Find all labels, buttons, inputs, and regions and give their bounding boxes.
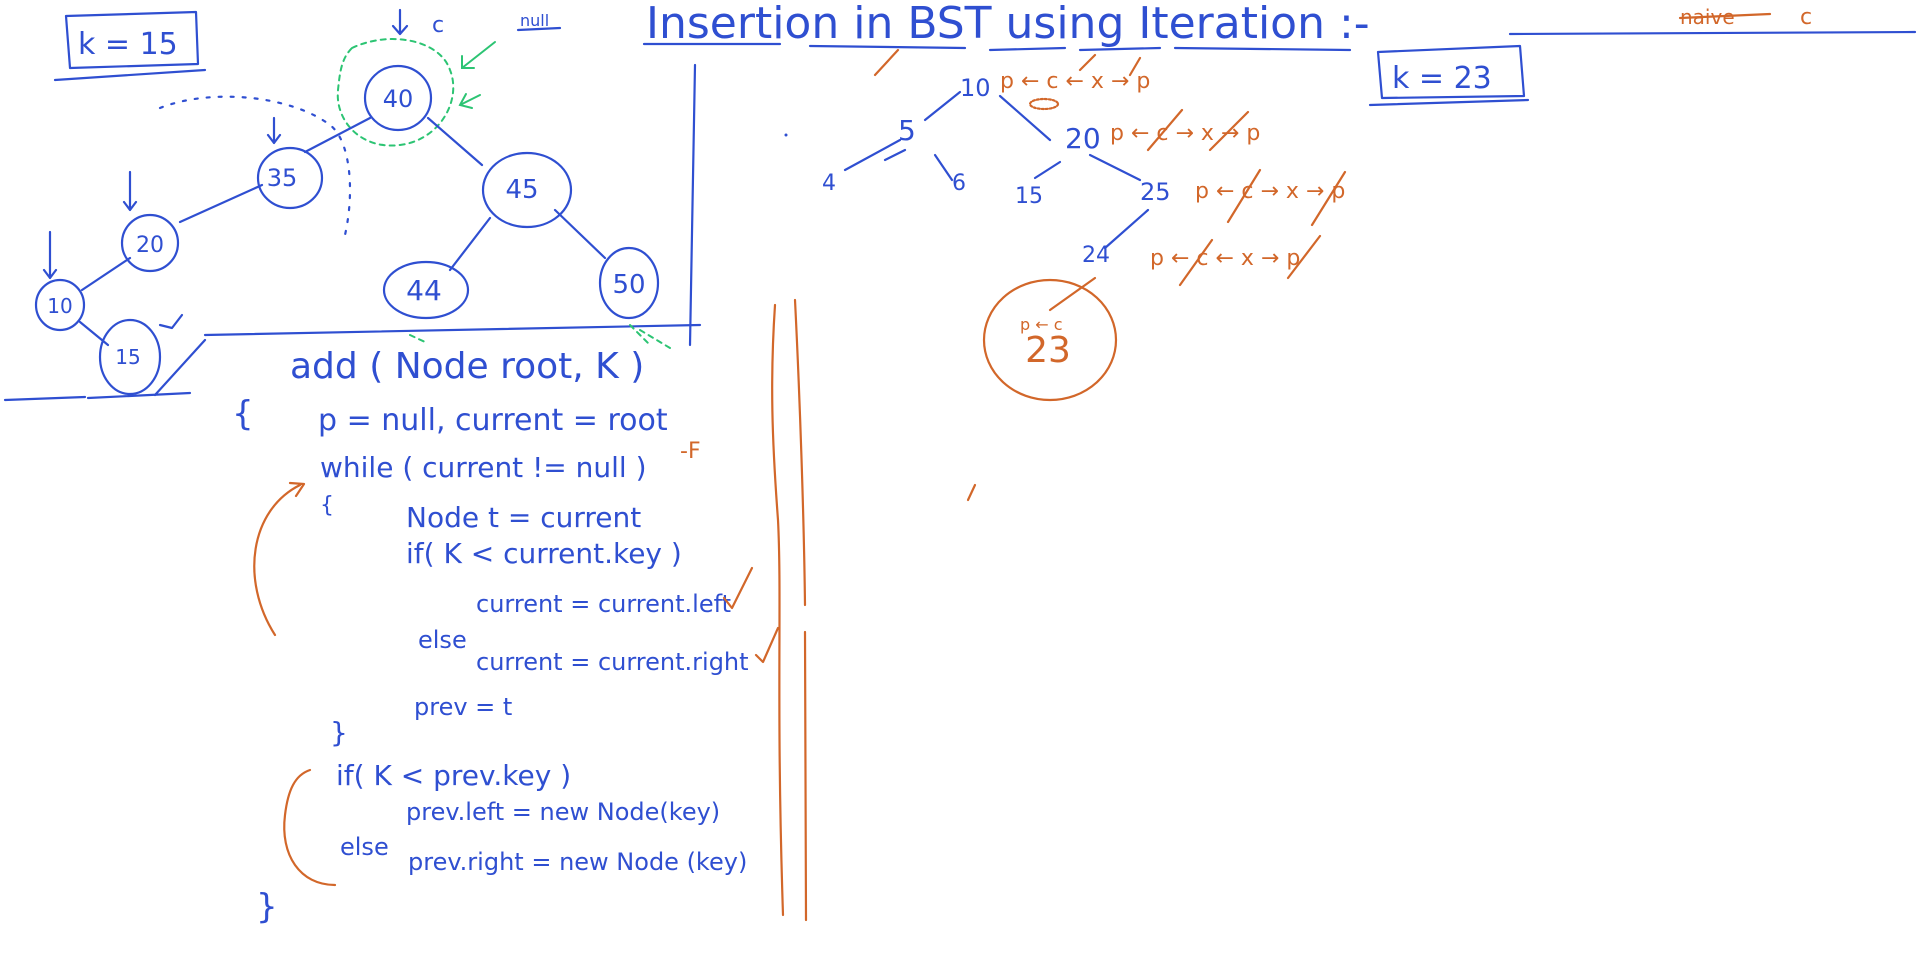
green-arrow-2	[458, 93, 481, 109]
code-close-brace: }	[256, 887, 278, 927]
null-label: null	[520, 11, 549, 30]
left-node-20: 20	[120, 213, 180, 273]
right-node-10: 10	[960, 74, 991, 102]
code-line-8: current = current.right	[476, 648, 749, 676]
trace-row-1-strikes	[873, 48, 1142, 77]
code-line-7: else	[418, 626, 467, 654]
code-line-2-note: -F	[680, 439, 701, 464]
k-box-left	[53, 10, 207, 82]
check-2	[754, 626, 780, 664]
k-box-right	[1368, 44, 1530, 107]
left-panel-bottom-rule-2	[3, 391, 192, 402]
left-node-44: 44	[382, 260, 470, 320]
code-line-13: else	[340, 833, 389, 861]
left-panel-vertical-rule	[688, 63, 697, 347]
code-block: add ( Node root, K ) { p = null, current…	[232, 346, 749, 927]
code-line-14: prev.right = new Node (key)	[408, 848, 747, 876]
code-line-2: while ( current != null )	[320, 451, 647, 484]
check-1	[722, 566, 754, 610]
top-arrow-label: c	[432, 13, 444, 38]
code-line-6: current = current.left	[476, 590, 731, 618]
right-node-4: 4	[822, 171, 836, 196]
left-node-45: 45	[481, 151, 573, 229]
root-scribble	[1028, 97, 1060, 111]
right-tree-edges	[843, 90, 1150, 250]
green-ticks	[409, 324, 671, 349]
if-bracket	[283, 768, 337, 887]
trace-row-3-strikes	[1226, 168, 1347, 227]
stray-dot	[784, 133, 788, 137]
node-15-tick	[158, 313, 184, 330]
svg-text:10: 10	[47, 294, 72, 318]
divider-orange-2	[793, 298, 808, 922]
code-line-10: }	[330, 716, 348, 749]
code-line-12: prev.left = new Node(key)	[406, 798, 720, 826]
code-open-brace: {	[232, 394, 254, 434]
arrow-to-35	[266, 116, 282, 145]
svg-text:35: 35	[267, 164, 298, 192]
page-title: Insertion in BST using Iteration :-	[646, 0, 1370, 49]
left-node-10: 10	[34, 278, 86, 332]
top-arrow	[391, 8, 409, 36]
trace-row-2-strikes	[1146, 108, 1250, 152]
arrow-to-10	[42, 230, 58, 280]
k-box-right-label: k = 23	[1392, 61, 1492, 96]
new-node-circle: 23 p ← c	[982, 278, 1118, 402]
code-line-4: Node t = current	[406, 501, 641, 534]
svg-text:44: 44	[406, 274, 442, 307]
null-underline	[516, 26, 562, 32]
rotation-hint	[158, 95, 352, 237]
right-node-6: 6	[952, 171, 966, 196]
code-line-9: prev = t	[414, 693, 512, 721]
svg-text:40: 40	[383, 85, 414, 113]
arrow-to-20	[122, 170, 138, 212]
divider-orange-1	[771, 303, 785, 917]
right-node-20: 20	[1065, 122, 1101, 155]
svg-text:20: 20	[136, 233, 164, 258]
code-line-5: if( K < current.key )	[406, 537, 682, 570]
trace-row-1: p ← c ← x → p	[1000, 69, 1150, 94]
right-node-5: 5	[898, 114, 916, 147]
stray-mark	[966, 483, 977, 502]
left-node-40: 40	[363, 64, 433, 132]
code-line-3: {	[320, 493, 334, 518]
title-long-rule	[1508, 30, 1917, 36]
left-node-15: 15	[98, 318, 162, 396]
left-node-50: 50	[598, 246, 660, 320]
right-node-24: 24	[1082, 243, 1110, 268]
left-tree-edges	[78, 116, 607, 347]
naive-strike	[1678, 12, 1772, 20]
code-line-1: p = null, current = root	[318, 403, 668, 438]
left-node-35: 35	[256, 146, 324, 210]
code-signature: add ( Node root, K )	[290, 346, 644, 387]
new-node-label: 23	[1025, 330, 1071, 371]
trace-row-3: p ← c → x → p	[1195, 179, 1345, 204]
left-panel-bottom-rule	[203, 323, 702, 337]
k-box-left-label: k = 15	[78, 27, 178, 62]
node-15-slash	[153, 338, 207, 397]
naive-mark: c	[1800, 5, 1812, 30]
svg-text:45: 45	[505, 175, 538, 205]
green-arrow-1	[461, 41, 496, 69]
circle-stroke	[1048, 276, 1097, 312]
title-underline	[642, 42, 1352, 52]
svg-text:50: 50	[612, 270, 645, 300]
root-highlight	[336, 38, 455, 147]
right-node-15: 15	[1015, 184, 1043, 209]
loop-bracket	[253, 481, 306, 637]
svg-text:15: 15	[115, 345, 140, 369]
trace-row-4-strikes	[1178, 234, 1322, 287]
code-line-11: if( K < prev.key )	[336, 759, 571, 792]
trace-row-2: p ← c → x → p	[1110, 121, 1260, 146]
circle-label: p ← c	[1020, 315, 1063, 334]
right-node-25: 25	[1140, 178, 1171, 206]
trace-row-4: p ← c ← x → p	[1150, 246, 1300, 271]
